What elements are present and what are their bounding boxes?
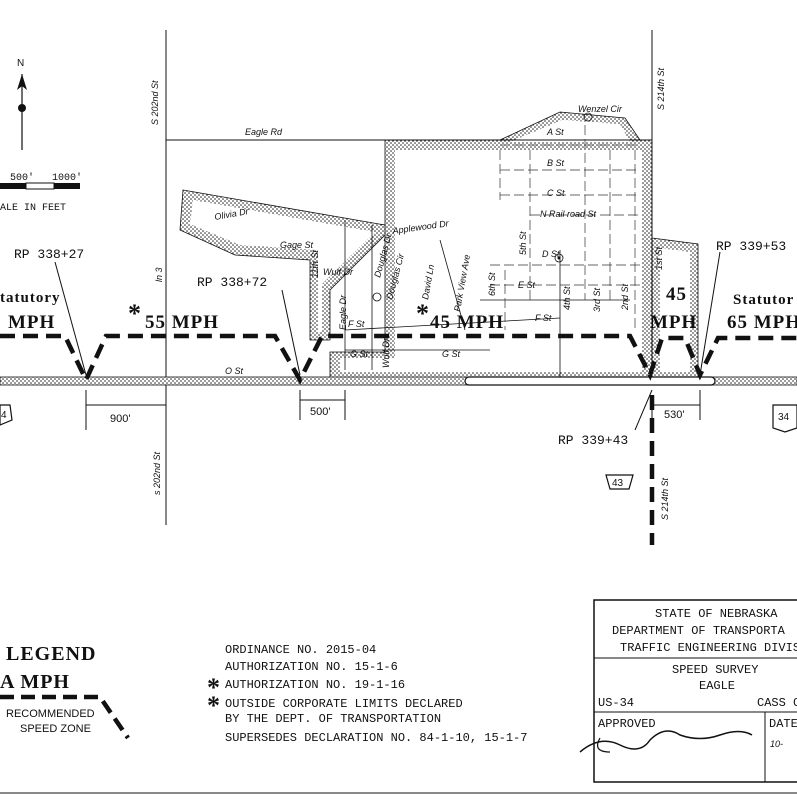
tb-approved: APPROVED (598, 717, 656, 731)
title-block: STATE OF NEBRASKA DEPARTMENT OF TRANSPOR… (579, 599, 797, 783)
label-o-st: O St (225, 366, 244, 376)
scale-tick-1000: 1000' (52, 172, 82, 184)
tb-survey: SPEED SURVEY (672, 663, 758, 677)
statutory-right: Statutor (733, 292, 794, 308)
label-s202-top: S 202nd St (150, 80, 160, 125)
tb-date-value: 10- (770, 739, 783, 749)
label-6th-st: 6th St (487, 272, 497, 296)
label-n-railroad: N Rail road St (540, 209, 597, 219)
north-label: N (17, 58, 24, 69)
scale-caption: ALE IN FEET (0, 203, 66, 214)
dim-900: 900' (110, 413, 130, 425)
label-b-st: B St (547, 158, 565, 168)
us-34-shield-left-icon (0, 404, 13, 426)
speed-zone-labels: tatutory MPH * 55 MPH * 45 MPH 45 MPH St… (0, 284, 797, 333)
legend-title: LEGEND (6, 643, 96, 665)
mph-left: MPH (8, 312, 55, 333)
note-outside1: OUTSIDE CORPORATE LIMITS DECLARED (225, 697, 463, 711)
tb-division: TRAFFIC ENGINEERING DIVIS (620, 641, 797, 655)
label-s214-bottom: S 214th St (660, 477, 670, 520)
label-eagle-rd: Eagle Rd (245, 127, 283, 137)
label-wulf-dr-bottom: Wulf Dr (381, 337, 391, 368)
note-outside2: BY THE DEPT. OF TRANSPORTATION (225, 712, 441, 726)
label-s214-top: S 214th St (656, 67, 666, 110)
tb-town: EAGLE (699, 679, 735, 693)
star-55: * (128, 299, 141, 328)
note-star-2: * (207, 691, 220, 720)
tb-state: STATE OF NEBRASKA (655, 607, 778, 621)
shield-us34-right: 34 (778, 412, 790, 423)
label-d-st: D St (542, 249, 560, 259)
dim-530: 530' (664, 409, 684, 421)
rp-339-53: RP 339+53 (716, 239, 786, 254)
zone-55-mph: 55 MPH (145, 312, 219, 333)
label-1st-st: 1st St (654, 246, 664, 270)
label-g-st-right: G St (442, 349, 461, 359)
shield-n43: 43 (612, 478, 624, 489)
o-street-highway (0, 376, 797, 386)
n-43-shield-icon (605, 474, 634, 490)
legend-recommended-line1: RECOMMENDED (6, 708, 95, 720)
reference-point-labels: RP 338+27 RP 338+72 RP 339+53 RP 339+43 (14, 239, 786, 448)
label-gage-st: Gage St (280, 240, 314, 250)
statutory-left: tatutory (0, 290, 61, 306)
label-wulf-dr-top: Wulf Dr (323, 267, 354, 277)
zone-45-mph: 45 MPH (430, 312, 504, 333)
label-a-st: A St (546, 127, 564, 137)
label-c-st: C St (547, 188, 565, 198)
scale-tick-500: 500' (10, 172, 34, 184)
compass-center-icon (18, 104, 26, 112)
label-5th-st: 5th St (518, 231, 528, 255)
shield-us34-left: 4 (1, 410, 7, 421)
star-45: * (416, 299, 429, 328)
scale-bar: 500' 1000' ALE IN FEET (0, 172, 82, 214)
corporate-limits (179, 111, 699, 381)
dimension-labels: 900' 500' 530' (110, 406, 684, 425)
zone-45b-mph: MPH (650, 312, 697, 333)
label-f-st-right: F St (535, 313, 552, 323)
tb-department: DEPARTMENT OF TRANSPORTA (612, 624, 786, 638)
label-f-st-left: F St (348, 319, 365, 329)
label-4th-st: 4th St (562, 286, 572, 310)
note-star-1: * (207, 673, 220, 702)
approval-signature-icon (579, 730, 753, 753)
tb-county: CASS C (757, 696, 797, 710)
route-shields: 4 34 43 (0, 404, 797, 490)
rp-338-27: RP 338+27 (14, 247, 84, 262)
note-auth1: AUTHORIZATION NO. 15-1-6 (225, 660, 398, 674)
rp-338-72: RP 338+72 (197, 275, 267, 290)
compass: N (17, 58, 27, 150)
legend-dash-sample (0, 694, 130, 740)
legend: LEGEND A MPH RECOMMENDED SPEED ZONE (0, 643, 130, 740)
street-grid (490, 125, 640, 330)
label-g-st-left: G St (350, 349, 369, 359)
north-arrow-icon (17, 74, 27, 90)
label-11th-st: 11th St (310, 250, 320, 278)
zone-45b-number: 45 (666, 284, 687, 305)
declaration-notes: ORDINANCE NO. 2015-04 AUTHORIZATION NO. … (207, 643, 527, 745)
label-s202-bottom: s 202nd St (152, 451, 162, 495)
note-ordinance: ORDINANCE NO. 2015-04 (225, 643, 376, 657)
legend-recommended-line2: SPEED ZONE (20, 723, 91, 735)
tb-route: US-34 (598, 696, 634, 710)
zone-65-mph: 65 MPH (727, 312, 797, 333)
label-3rd-st: 3rd St (592, 287, 602, 312)
rp-339-43: RP 339+43 (558, 433, 628, 448)
dim-500: 500' (310, 406, 330, 418)
label-ln3: ln 3 (154, 267, 164, 282)
label-wenzel-cir: Wenzel Cir (578, 104, 623, 114)
legend-sample: A MPH (0, 671, 70, 693)
label-e-st: E St (518, 280, 536, 290)
label-2nd-st: 2nd St (620, 283, 630, 311)
label-eagle-dr: Eagle Dr (338, 294, 348, 330)
reference-leaders (54, 251, 721, 431)
tb-date: DATE (769, 717, 797, 731)
note-auth2: AUTHORIZATION NO. 19-1-16 (225, 678, 405, 692)
us-34-shield-right-icon (772, 404, 797, 433)
note-supersedes: SUPERSEDES DECLARATION NO. 84-1-10, 15-1… (225, 731, 527, 745)
